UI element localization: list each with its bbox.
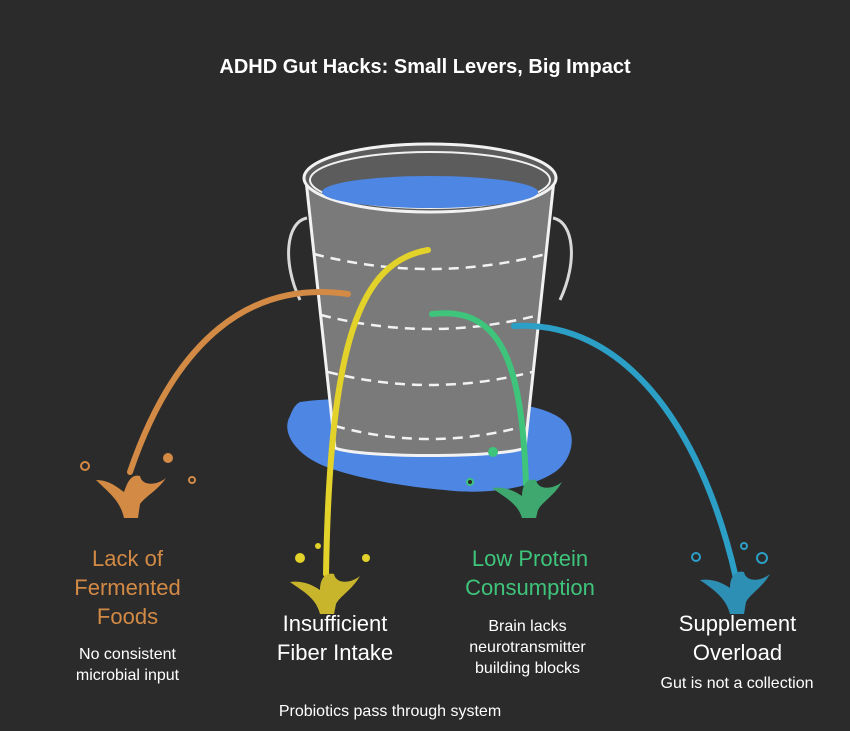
desc-supplement: Gut is not a collection (660, 675, 814, 692)
bucket-water (322, 176, 538, 208)
bucket-handle (287, 216, 573, 301)
desc-fiber: Probiotics pass through system (278, 703, 502, 720)
label-protein: Low Protein Consumption (465, 546, 595, 600)
leak-stream-fermented (80, 289, 351, 518)
label-supplement: Supplement Overload (678, 611, 797, 665)
desc-fermented: No consistent microbial input (75, 646, 180, 684)
label-fermented: Lack of Fermented Foods (74, 546, 181, 629)
label-fiber: Insufficient Fiber Intake (276, 611, 394, 665)
bucket-seams (313, 252, 547, 441)
leak-stream-protein (429, 310, 562, 518)
bucket-body (304, 178, 556, 457)
leak-stream-supplement (511, 322, 770, 614)
desc-protein: Brain lacks neurotransmitter building bl… (469, 618, 586, 677)
diagram-title: ADHD Gut Hacks: Small Levers, Big Impact (219, 56, 631, 78)
leak-stream-fiber (290, 247, 431, 614)
